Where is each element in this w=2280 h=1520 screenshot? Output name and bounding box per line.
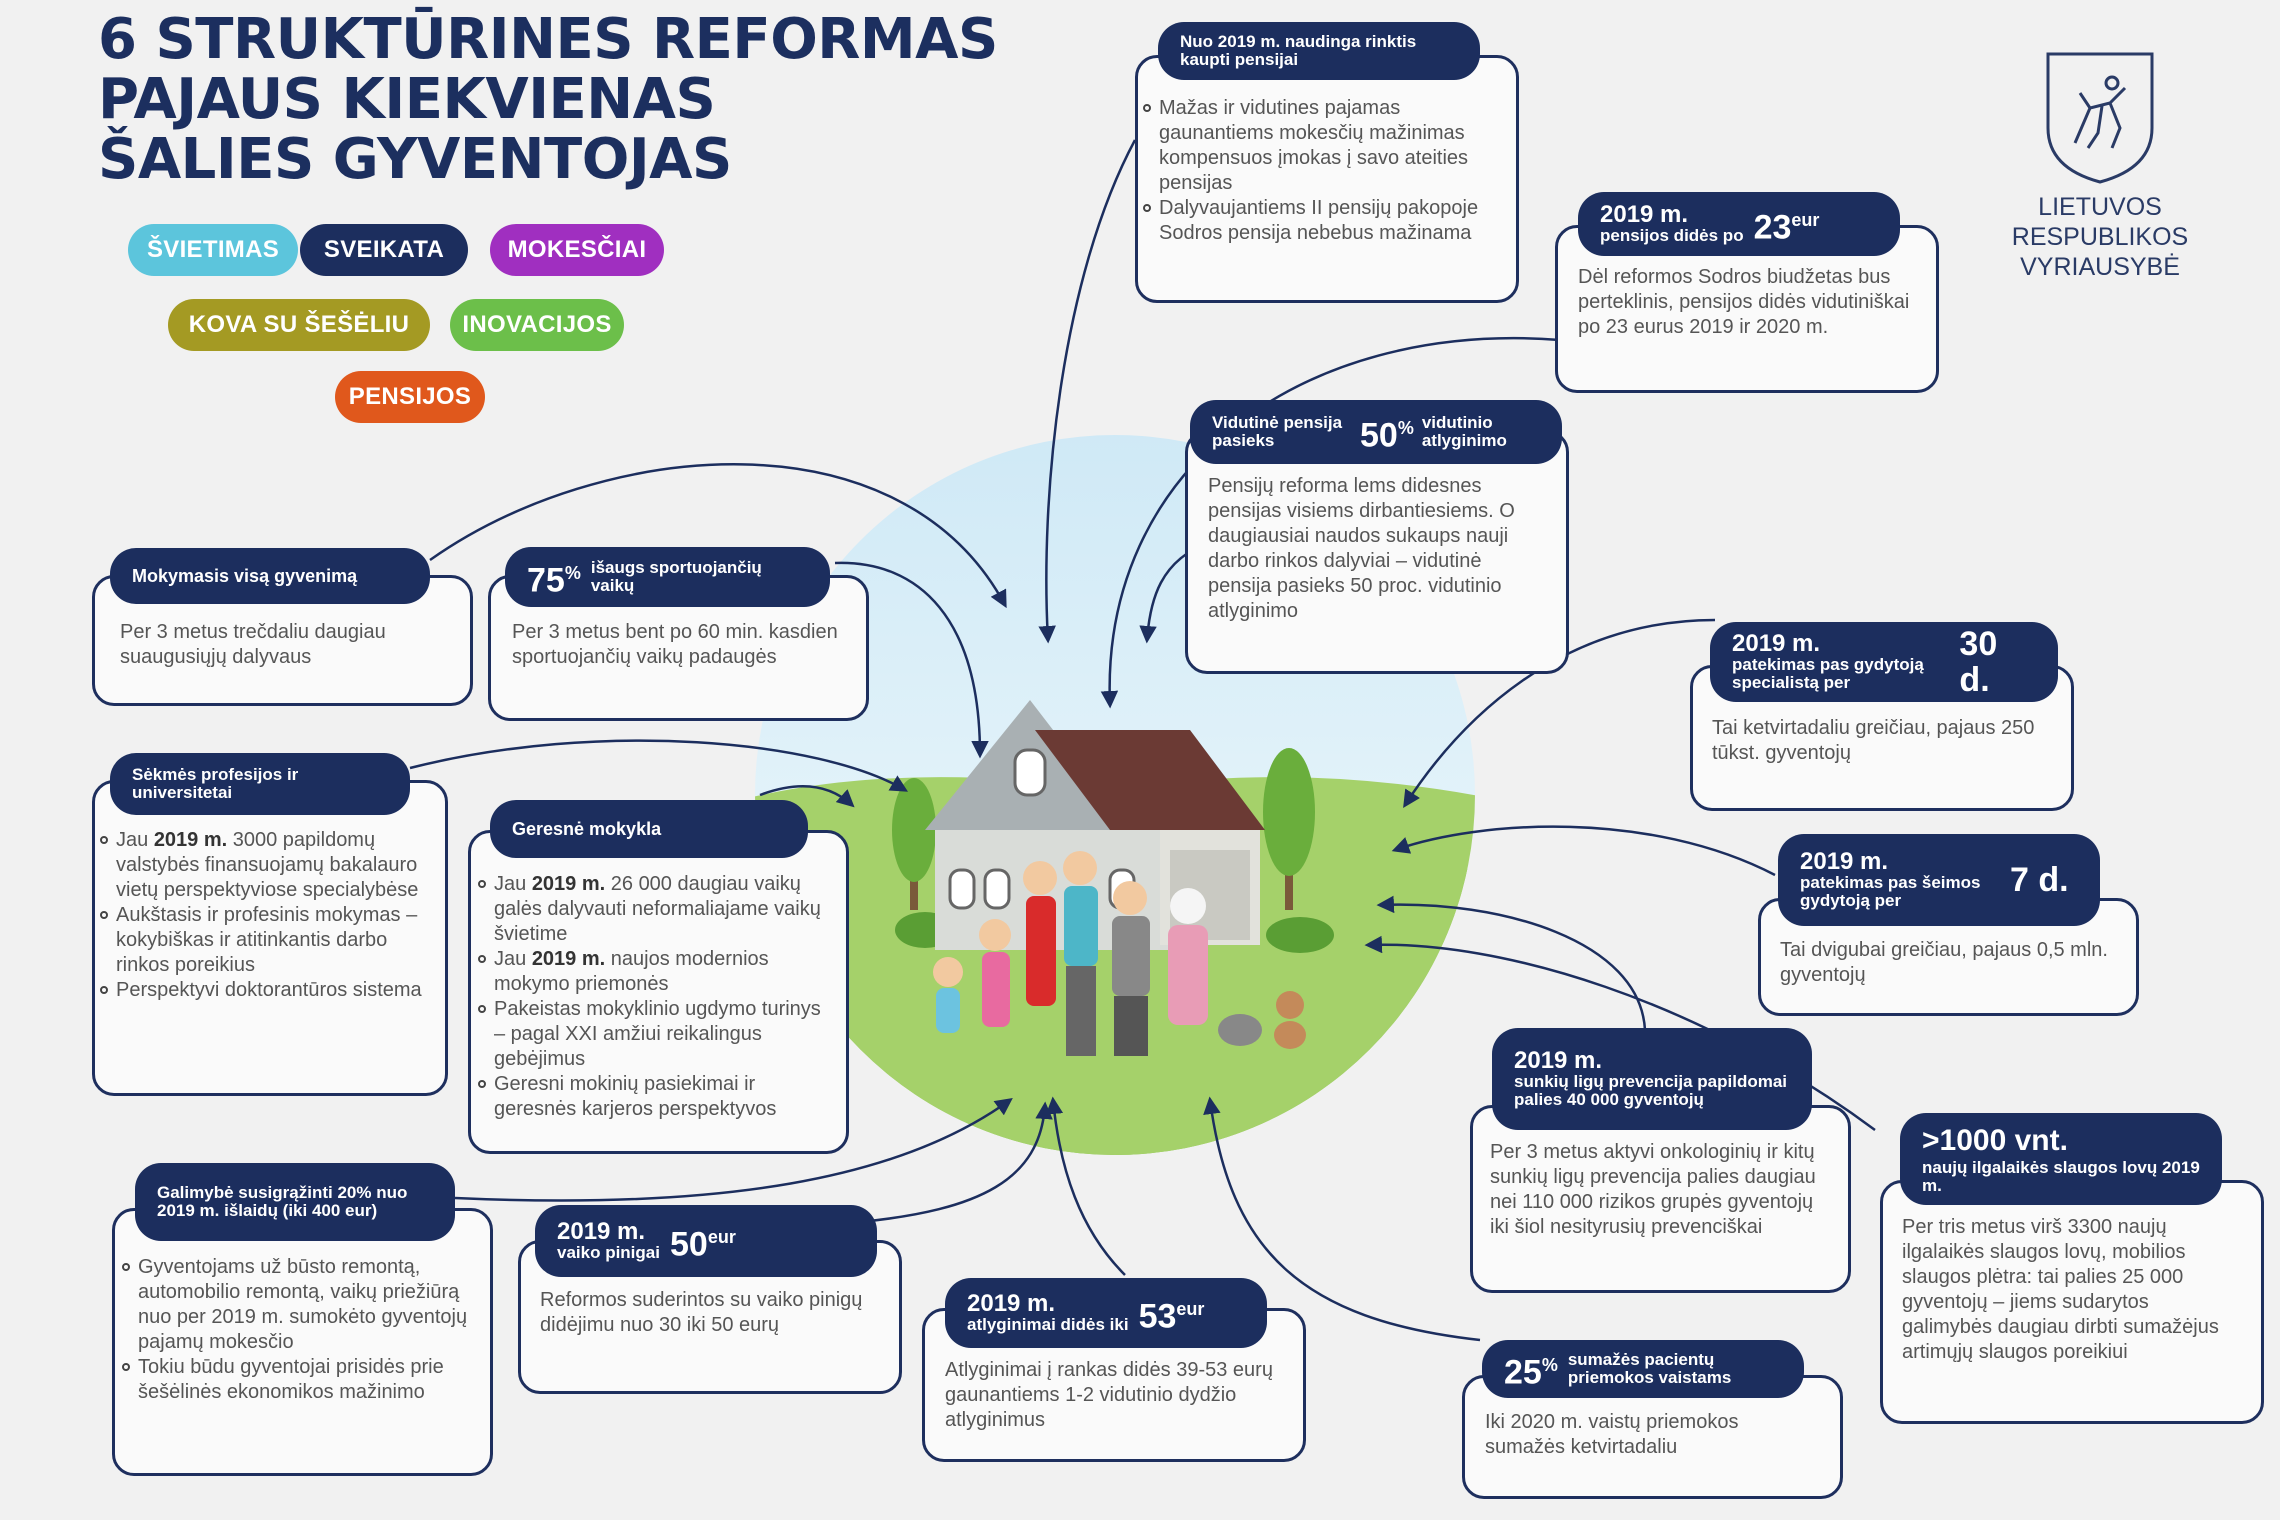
card-vaistai-header: 25% sumažės pacientų priemokos vaistams <box>1482 1340 1804 1398</box>
card-atlyginimai-value: 53 <box>1138 1297 1177 1336</box>
card-vaiko-text: Reformos suderintos su vaiko pinigų didė… <box>540 1289 863 1336</box>
card-kaupti-header: Nuo 2019 m. naudinga rinktis kaupti pens… <box>1158 22 1480 80</box>
card-mokymasis-title: Mokymasis visą gyvenimą <box>132 566 358 586</box>
card-sportas-pct: % <box>564 563 581 584</box>
card-specialistas-value: 30 d. <box>1959 625 1998 699</box>
list-item: Perspektyvi doktorantūros sistema <box>100 978 430 1003</box>
list-item: Aukštasis ir profesinis mokymas – kokybi… <box>100 903 430 978</box>
list-item: Jau 2019 m. naujos modernios mokymo prie… <box>478 947 828 997</box>
card-atlyginimai-year: 2019 m. <box>967 1290 1056 1317</box>
card-seimos-subtitle: patekimas pas šeimos gydytoją per <box>1800 873 1981 910</box>
card-galimybe-list: Gyventojams už būsto remontą, automobili… <box>122 1255 472 1405</box>
card-slauga-header: >1000 vnt.naujų ilgalaikės slaugos lovų … <box>1900 1113 2222 1205</box>
card-vidutine-header: Vidutinė pensija pasieks 50% vidutinio a… <box>1190 400 1562 464</box>
card-specialistas-subtitle: patekimas pas gydytoją specialistą per <box>1732 655 1924 692</box>
gov-line-3: VYRIAUSYBĖ <box>2020 253 2180 281</box>
card-vaistai-subtitle: sumažės pacientų priemokos vaistams <box>1567 1350 1732 1387</box>
card-sportas-subtitle: išaugs sportuojančių vaikų <box>590 558 762 595</box>
card-mokykla-list: Jau 2019 m. 26 000 daugiau vaikų galės d… <box>478 872 828 1122</box>
card-pensijos23-header: 2019 m.pensijos didės po 23eur <box>1578 192 1900 256</box>
card-sekmes-title: Sėkmės profesijos ir universitetai <box>132 765 299 802</box>
tag-kova-su-seseliu[interactable]: KOVA SU ŠEŠĖLIU <box>168 299 430 351</box>
card-vidutine-text: Pensijų reforma lems didesnes pensijas v… <box>1208 475 1515 622</box>
card-specialistas-year: 2019 m. <box>1732 630 1821 657</box>
card-vaiko-subtitle: vaiko pinigai <box>557 1243 660 1262</box>
card-atlyginimai-subtitle: atlyginimai didės iki <box>967 1315 1129 1334</box>
card-atlyginimai-text: Atlyginimai į rankas didės 39-53 eurų ga… <box>945 1359 1273 1431</box>
card-vidutine-pct: % <box>1397 418 1414 439</box>
card-vidutine-subtitle-1: Vidutinė pensija pasieks <box>1212 413 1343 450</box>
card-seimos-year: 2019 m. <box>1800 848 1889 875</box>
government-name: LIETUVOS RESPUBLIKOS VYRIAUSYBĖ <box>1980 192 2220 282</box>
gov-line-1: LIETUVOS <box>2038 193 2162 221</box>
card-kaupti-title: Nuo 2019 m. naudinga rinktis kaupti pens… <box>1180 32 1417 69</box>
card-pensijos23-unit: eur <box>1791 210 1820 231</box>
tag-inovacijos[interactable]: INOVACIJOS <box>450 299 624 351</box>
card-vidutine-value: 50 <box>1360 416 1398 455</box>
card-sekmes <box>92 780 448 1096</box>
card-specialistas-header: 2019 m.patekimas pas gydytoją specialist… <box>1710 622 2058 702</box>
card-specialistas-text: Tai ketvirtadaliu greičiau, pajaus 250 t… <box>1712 717 2035 764</box>
card-sportas-text: Per 3 metus bent po 60 min. kasdien spor… <box>512 621 838 668</box>
list-item: Dalyvaujantiems II pensijų pakopoje Sodr… <box>1143 196 1493 246</box>
list-item: Jau 2019 m. 3000 papildomų valstybės fin… <box>100 828 430 903</box>
card-slauga-value: >1000 vnt. <box>1922 1124 2068 1157</box>
title-line-1: 6 STRUKTŪRINES REFORMAS <box>98 7 998 72</box>
card-pensijos23-subtitle: pensijos didės po <box>1600 226 1744 245</box>
card-slauga-subtitle: naujų ilgalaikės slaugos lovų 2019 m. <box>1922 1158 2200 1195</box>
card-vaistai-pct: % <box>1541 1355 1558 1376</box>
card-seimos-value: 7 d. <box>2010 861 2069 899</box>
card-vidutine-subtitle-2: vidutinio atlyginimo <box>1421 413 1507 450</box>
page-title: 6 STRUKTŪRINES REFORMAS PAJAUS KIEKVIENA… <box>98 10 998 190</box>
list-item: Gyventojams už būsto remontą, automobili… <box>122 1255 472 1355</box>
list-item: Geresni mokinių pasiekimai ir geresnės k… <box>478 1072 828 1122</box>
card-seimos-text: Tai dvigubai greičiau, pajaus 0,5 mln. g… <box>1780 939 2108 986</box>
card-prevencija-header: 2019 m.sunkių ligų prevencija papildomai… <box>1492 1028 1812 1130</box>
card-mokykla <box>468 830 849 1154</box>
card-vaiko-year: 2019 m. <box>557 1218 646 1245</box>
tag-svietimas[interactable]: ŠVIETIMAS <box>128 224 298 276</box>
card-pensijos23-year: 2019 m. <box>1600 201 1689 228</box>
card-mokykla-header: Geresnė mokykla <box>490 800 808 858</box>
card-kaupti <box>1135 55 1519 303</box>
card-vaistai-value: 25 <box>1504 1353 1542 1392</box>
card-atlyginimai-header: 2019 m.atlyginimai didės iki 53eur <box>945 1278 1267 1348</box>
card-mokykla-title: Geresnė mokykla <box>512 819 662 839</box>
card-slauga-text: Per tris metus virš 3300 naujų ilgalaikė… <box>1902 1216 2219 1363</box>
card-sportas-header: 75% išaugs sportuojančių vaikų <box>505 547 830 607</box>
card-atlyginimai-unit: eur <box>1176 1299 1205 1320</box>
list-item: Tokiu būdu gyventojai prisidės prie šešė… <box>122 1355 472 1405</box>
card-galimybe-title: Galimybė susigrąžinti 20% nuo 2019 m. iš… <box>157 1183 408 1220</box>
coat-of-arms-logo <box>2046 52 2154 184</box>
list-item: Mažas ir vidutines pajamas gaunantiems m… <box>1143 96 1493 196</box>
card-mokymasis-header: Mokymasis visą gyvenimą <box>110 548 430 604</box>
card-prevencija-year: 2019 m. <box>1514 1047 1603 1074</box>
list-item: Jau 2019 m. 26 000 daugiau vaikų galės d… <box>478 872 828 947</box>
card-sekmes-list: Jau 2019 m. 3000 papildomų valstybės fin… <box>100 828 430 1003</box>
card-kaupti-list: Mažas ir vidutines pajamas gaunantiems m… <box>1143 96 1493 246</box>
title-line-2: PAJAUS KIEKVIENAS <box>98 67 716 132</box>
card-mokymasis-text: Per 3 metus trečdaliu daugiau suaugusiųj… <box>120 621 386 668</box>
card-vidutine <box>1185 430 1569 674</box>
title-line-3: ŠALIES GYVENTOJAS <box>98 127 732 192</box>
card-seimos-header: 2019 m.patekimas pas šeimos gydytoją per… <box>1778 834 2100 926</box>
card-prevencija-text: Per 3 metus aktyvi onkologinių ir kitų s… <box>1490 1141 1816 1238</box>
card-sportas-value: 75 <box>527 561 565 600</box>
card-sekmes-header: Sėkmės profesijos ir universitetai <box>110 753 410 815</box>
card-pensijos23-text: Dėl reformos Sodros biudžetas bus pertek… <box>1578 266 1910 338</box>
card-vaistai-text: Iki 2020 m. vaistų priemokos sumažės ket… <box>1485 1411 1739 1458</box>
card-vaiko-value: 50 <box>669 1225 708 1264</box>
family-figures <box>933 851 1306 1056</box>
card-vaiko-header: 2019 m.vaiko pinigai 50eur <box>535 1205 877 1277</box>
gov-line-2: RESPUBLIKOS <box>2011 223 2189 251</box>
tag-mokesciai[interactable]: MOKESČIAI <box>490 224 664 276</box>
card-pensijos23-value: 23 <box>1753 208 1792 247</box>
card-galimybe-header: Galimybė susigrąžinti 20% nuo 2019 m. iš… <box>135 1163 455 1241</box>
list-item: Pakeistas mokyklinio ugdymo turinys – pa… <box>478 997 828 1072</box>
tag-sveikata[interactable]: SVEIKATA <box>300 224 468 276</box>
card-vaiko-unit: eur <box>707 1227 736 1248</box>
tag-pensijos[interactable]: PENSIJOS <box>335 371 485 423</box>
card-prevencija-subtitle: sunkių ligų prevencija papildomai palies… <box>1514 1072 1788 1109</box>
